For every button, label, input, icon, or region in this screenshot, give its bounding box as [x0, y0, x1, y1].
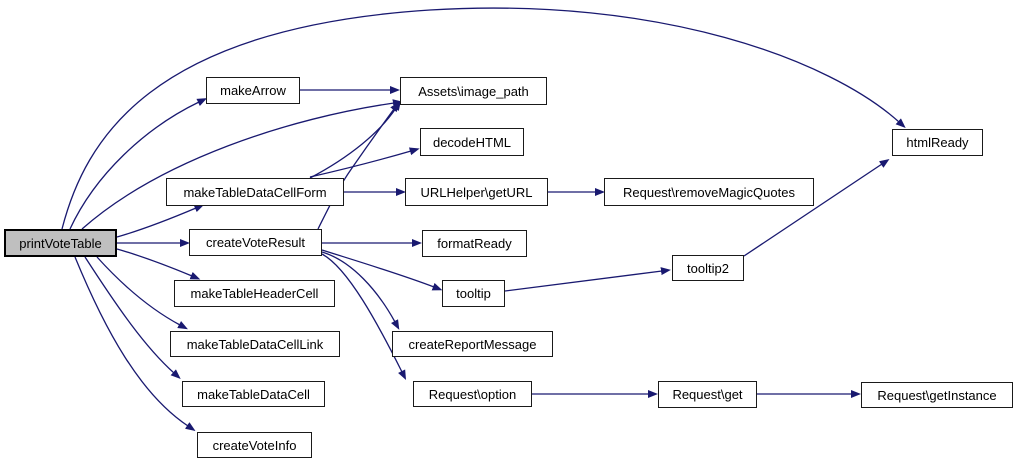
node-printVoteTable[interactable]: printVoteTable [4, 229, 117, 257]
node-request-getInstance[interactable]: Request\getInstance [861, 382, 1013, 408]
node-request-option[interactable]: Request\option [413, 381, 532, 407]
edge-createVoteResult-to-assetsImagePath [317, 101, 400, 230]
node-makeTableDataCell[interactable]: makeTableDataCell [182, 381, 325, 407]
edge-printVoteTable-to-assetsImagePath [81, 99, 403, 230]
node-request-get[interactable]: Request\get [658, 381, 757, 408]
edge-printVoteTable-to-makeTableDataCellLink [96, 256, 188, 330]
edge-tooltip-to-tooltip2 [504, 267, 671, 292]
node-makeArrow[interactable]: makeArrow [206, 77, 300, 104]
node-createReportMessage[interactable]: createReportMessage [392, 331, 553, 357]
node-makeTableHeaderCell[interactable]: makeTableHeaderCell [174, 280, 335, 307]
node-tooltip2[interactable]: tooltip2 [672, 255, 744, 281]
node-request-removeMagicQuotes[interactable]: Request\removeMagicQuotes [604, 178, 814, 206]
edge-createVoteResult-to-tooltip [321, 249, 443, 291]
edge-printVoteTable-to-htmlReady [61, 7, 906, 230]
node-decodeHTML[interactable]: decodeHTML [420, 128, 524, 156]
node-formatReady[interactable]: formatReady [422, 230, 527, 257]
edge-printVoteTable-to-makeTableDataCell [84, 256, 181, 380]
node-tooltip[interactable]: tooltip [442, 280, 505, 307]
node-createVoteResult[interactable]: createVoteResult [189, 229, 322, 256]
edge-makeTableDataCellForm-to-decodeHTML [309, 147, 420, 178]
node-assets-image-path[interactable]: Assets\image_path [400, 77, 547, 105]
node-makeTableDataCellForm[interactable]: makeTableDataCellForm [166, 178, 344, 206]
edge-printVoteTable-to-createVoteInfo [74, 256, 196, 431]
edge-printVoteTable-to-makeTableDataCellForm [116, 204, 205, 238]
edge-createVoteResult-to-createReportMessage [321, 251, 400, 330]
edge-printVoteTable-to-makeTableHeaderCell [116, 248, 201, 280]
node-urlhelper-getURL[interactable]: URLHelper\getURL [405, 178, 548, 206]
edge-makeTableDataCellForm-to-assetsImagePath [309, 100, 401, 179]
edge-tooltip2-to-htmlReady [743, 159, 890, 257]
edge-printVoteTable-to-makeArrow [69, 98, 208, 230]
node-createVoteInfo[interactable]: createVoteInfo [197, 432, 312, 458]
node-makeTableDataCellLink[interactable]: makeTableDataCellLink [170, 331, 340, 357]
node-htmlReady[interactable]: htmlReady [892, 129, 983, 156]
